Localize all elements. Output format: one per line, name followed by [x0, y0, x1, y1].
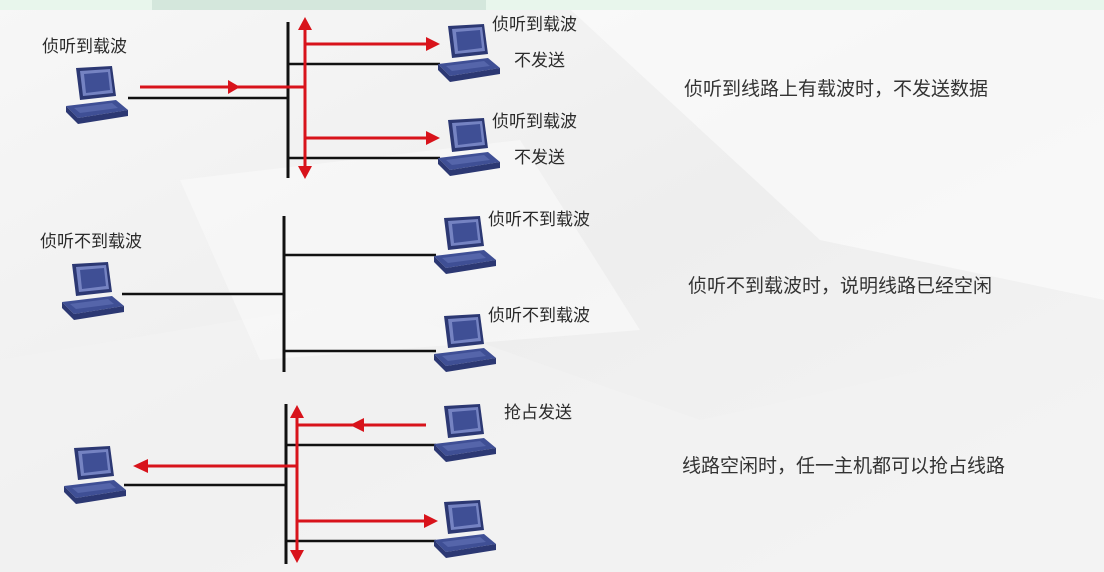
arrow-icon	[290, 550, 304, 563]
scenario-description: 侦听不到载波时，说明线路已经空闲	[688, 275, 992, 297]
receiver-label: 侦听到载波	[492, 15, 577, 35]
scenario-description: 侦听到线路上有载波时，不发送数据	[684, 78, 988, 100]
arrow-icon	[133, 459, 148, 473]
arrow-icon	[298, 17, 312, 30]
top-right-label: 侦听不到载波	[488, 210, 590, 230]
receiver-status: 不发送	[514, 51, 565, 71]
arrow-icon	[350, 418, 364, 432]
left-label: 侦听不到载波	[40, 232, 142, 252]
scenario-3: 抢占发送 线路空闲时，任一主机都可以抢占线路	[64, 403, 1005, 564]
arrow-icon	[424, 514, 438, 528]
arrow-icon	[228, 80, 240, 94]
arrow-icon	[426, 131, 440, 145]
receiver-status: 不发送	[514, 148, 565, 168]
arrow-icon	[298, 166, 312, 179]
scenario-1: 侦听到载波 侦听到载波 不发送 侦听到载波 不发送 侦听到线路上有载波时，不发送…	[42, 15, 988, 179]
scenario-description: 线路空闲时，任一主机都可以抢占线路	[682, 455, 1005, 477]
arrow-icon	[290, 405, 304, 418]
background-facet	[0, 300, 1104, 572]
arrow-icon	[426, 37, 440, 51]
bottom-right-label: 侦听不到载波	[488, 306, 590, 326]
sender-label: 侦听到载波	[42, 37, 127, 57]
top-strip-highlight	[152, 0, 486, 10]
scenario-2: 侦听不到载波 侦听不到载波 侦听不到载波 侦听不到载波时，说明线路已经空闲	[40, 210, 992, 372]
background-facet	[560, 0, 1104, 300]
sender-label: 抢占发送	[504, 403, 572, 423]
receiver-label: 侦听到载波	[492, 112, 577, 132]
top-strip	[0, 0, 1104, 10]
background-facet	[180, 140, 640, 360]
